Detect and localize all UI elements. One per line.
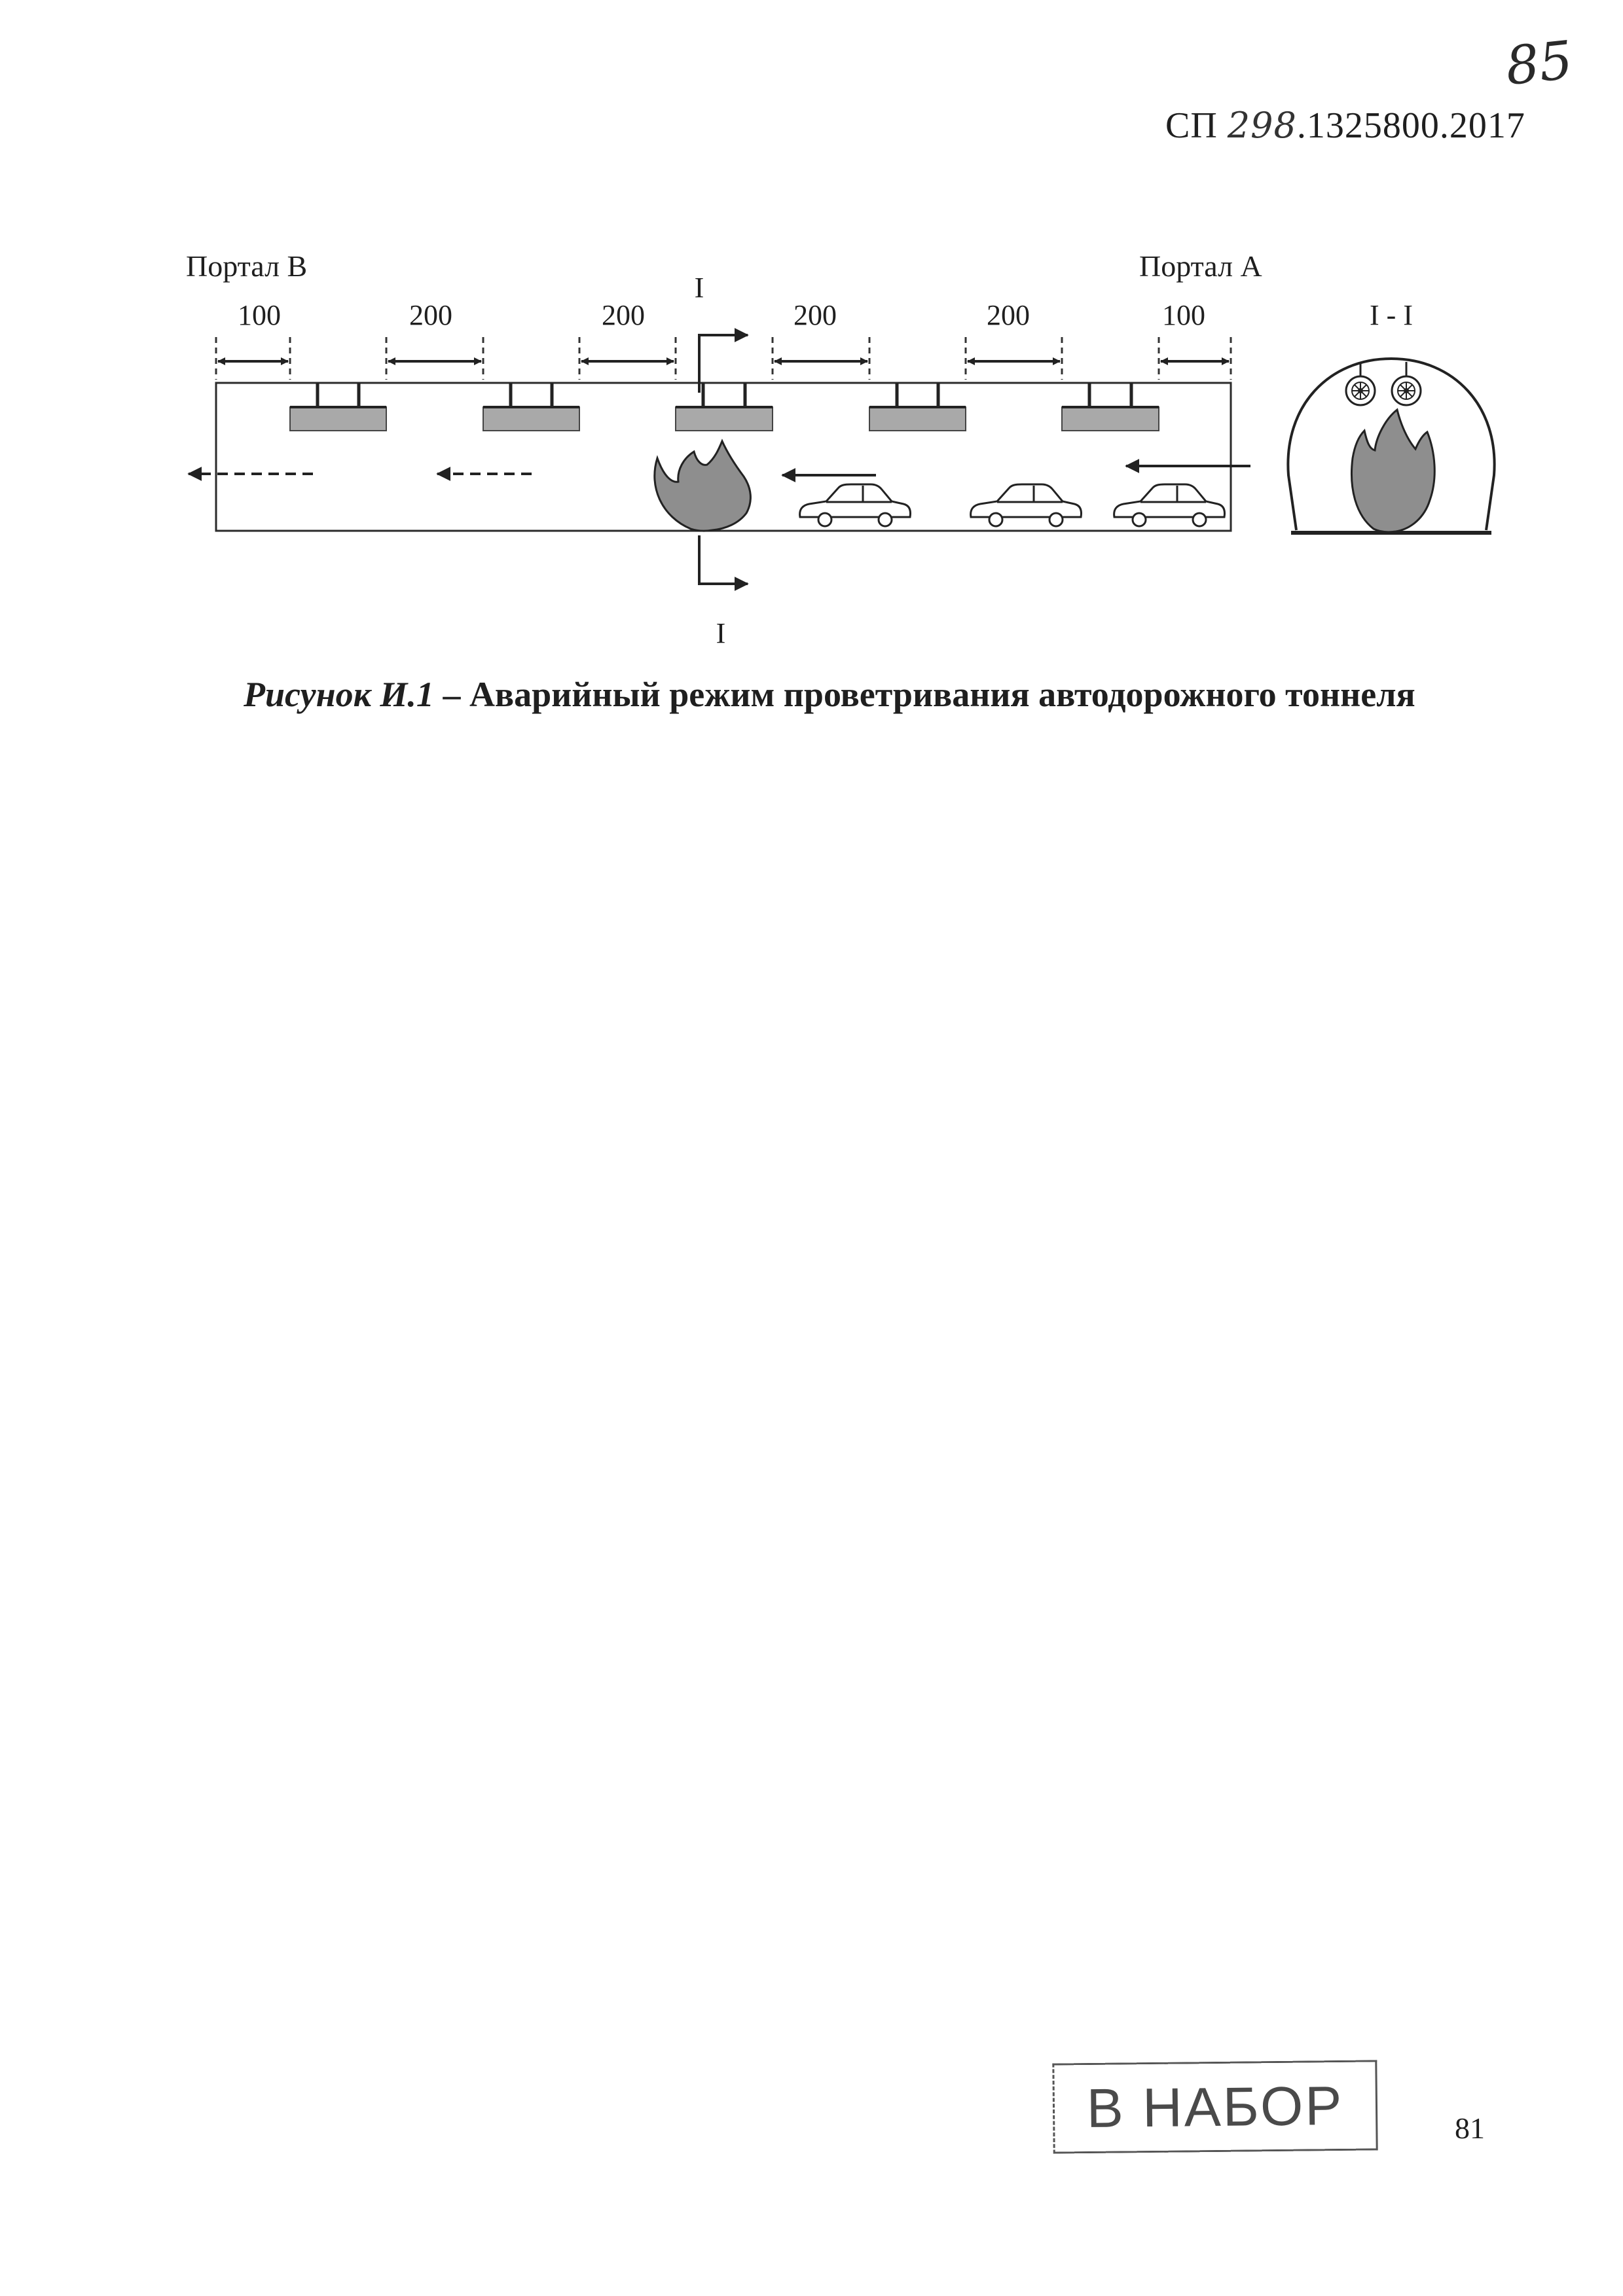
jet-fan-icon — [1345, 362, 1376, 406]
stamp: В НАБОР — [1052, 2060, 1378, 2154]
dimension-extension-lines — [215, 337, 1232, 380]
section-mark-top: I — [695, 272, 704, 304]
distance-label: 200 — [987, 299, 1030, 331]
doc-code-prefix: СП — [1165, 105, 1228, 146]
page-number: 81 — [1455, 2111, 1485, 2145]
portal-a-label: Портал А — [1139, 249, 1262, 283]
portal-b-label: Портал В — [186, 249, 307, 283]
distance-labels: 100 200 200 200 200 100 — [238, 299, 1205, 331]
figure-caption: Рисунок И.1 – Аварийный режим проветрива… — [244, 674, 1514, 715]
tunnel-cross-section — [1286, 357, 1496, 535]
figure-number: Рисунок И.1 — [244, 675, 434, 714]
jet-fan-unit — [289, 383, 387, 431]
doc-code-handwritten: 298 — [1227, 105, 1297, 146]
distance-label: 200 — [793, 299, 837, 331]
jet-fan-icon — [1391, 362, 1422, 406]
jet-fan-unit — [869, 383, 966, 431]
car-icon — [1113, 483, 1226, 528]
document-code: СП 298.1325800.2017 — [1165, 105, 1525, 147]
caption-title: Аварийный режим проветривания автодорожн… — [469, 675, 1415, 714]
jet-fan-unit — [483, 383, 580, 431]
distance-label: 100 — [1162, 299, 1205, 331]
tunnel-longitudinal-section — [215, 382, 1232, 532]
fire-icon — [1350, 408, 1436, 533]
car-icon — [970, 483, 1082, 528]
jet-fan-unit — [1061, 383, 1159, 431]
tunnel-ventilation-diagram: Портал В Портал А 100 200 200 200 200 10… — [186, 249, 1496, 649]
air-flow-arrows — [781, 459, 1250, 482]
doc-code-suffix: .1325800.2017 — [1296, 105, 1525, 146]
caption-dash: – — [433, 675, 469, 714]
distance-label: 200 — [409, 299, 452, 331]
jet-fan-unit — [675, 383, 773, 431]
car-icon — [799, 483, 911, 528]
stamp-text: В НАБОР — [1086, 2074, 1344, 2139]
section-mark-bottom: I — [716, 617, 726, 649]
fire-icon — [653, 439, 752, 532]
section-label: I - I — [1370, 299, 1413, 331]
distance-label: 200 — [602, 299, 645, 331]
distance-label: 100 — [238, 299, 281, 331]
jet-fan-groups — [289, 383, 1159, 431]
section-cut-arrows — [698, 328, 749, 591]
